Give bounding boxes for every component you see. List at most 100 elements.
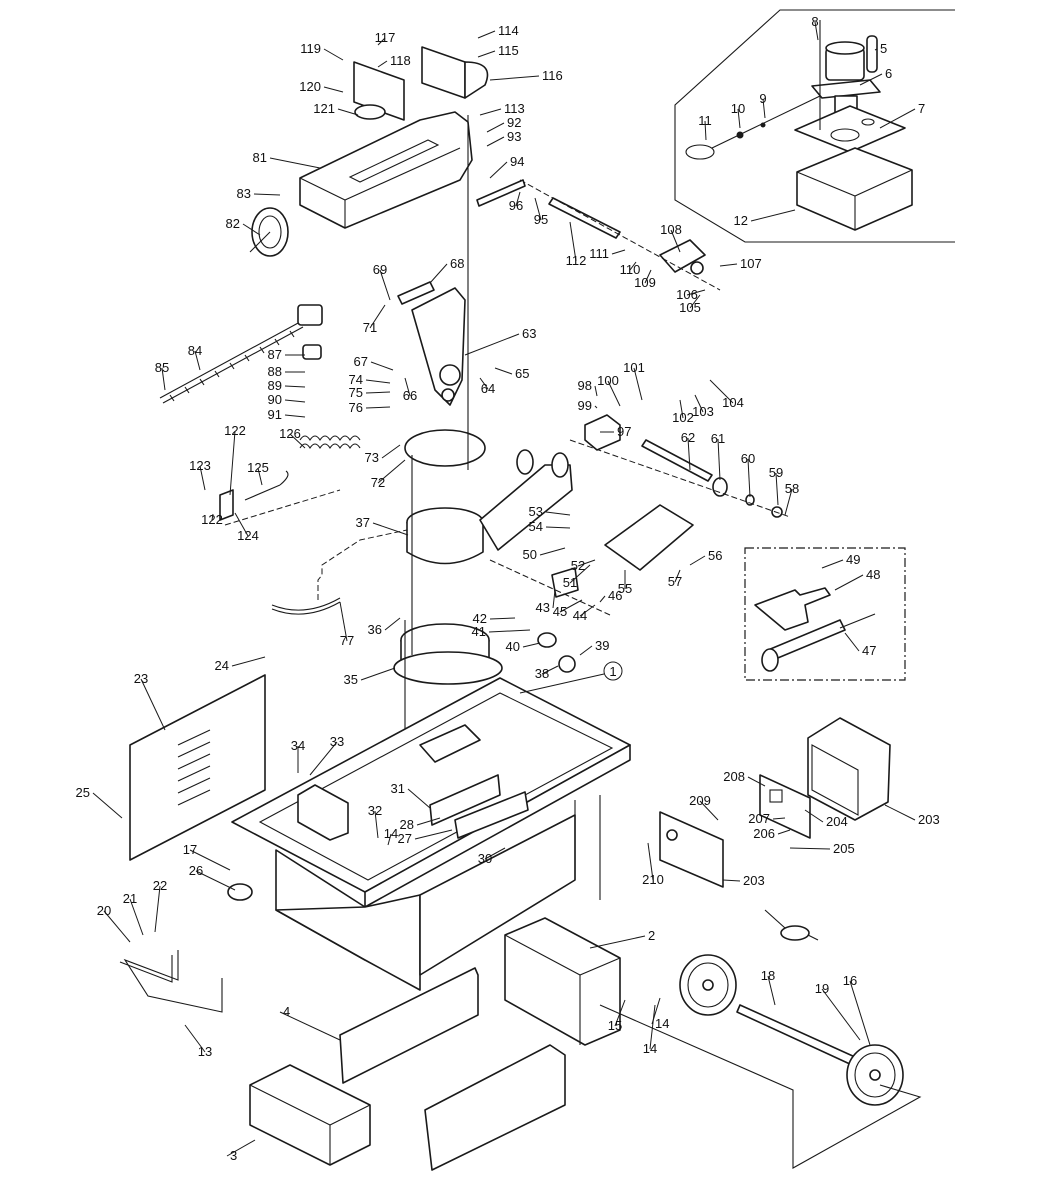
callout-98: 98	[578, 378, 598, 397]
part-number-label: 14	[643, 1041, 657, 1056]
leader-line	[515, 191, 521, 207]
leader-line	[374, 810, 379, 839]
callout-37: 37	[356, 515, 409, 536]
callout-54: 54	[529, 519, 571, 534]
callout-64: 64	[479, 377, 495, 396]
callout-96: 96	[509, 191, 523, 213]
leader-line	[804, 809, 824, 823]
leader-line	[874, 48, 878, 51]
callout-69: 69	[373, 262, 391, 301]
part-number-label: 71	[363, 320, 377, 335]
part-number-label: 35	[344, 672, 358, 687]
part-number-label: 68	[450, 256, 464, 271]
part-number-label: 90	[268, 392, 282, 407]
part-number-label: 122	[201, 512, 223, 527]
part-number-label: 126	[279, 426, 301, 441]
part-number-label: 207	[748, 811, 770, 826]
part-number-label: 20	[97, 903, 111, 918]
callout-57: 57	[668, 569, 682, 589]
leader-line	[429, 263, 448, 284]
leader-line	[226, 1139, 256, 1157]
callout-19: 19	[815, 981, 861, 1041]
leader-line	[589, 935, 646, 949]
callout-48: 48	[834, 567, 880, 591]
leader-line	[844, 632, 860, 652]
callout-33: 33	[309, 734, 344, 776]
leader-line	[479, 108, 502, 116]
part-number-label: 106	[676, 287, 698, 302]
part-number-label: 105	[679, 300, 701, 315]
leader-line	[284, 414, 306, 418]
part-number-label: 55	[618, 581, 632, 596]
part-number-label: 28	[400, 817, 414, 832]
leader-line	[884, 804, 916, 821]
callout-31: 31	[391, 781, 431, 809]
leader-line	[569, 564, 591, 584]
callout-5: 5	[874, 41, 887, 56]
callout-30: 30	[478, 847, 506, 866]
part-number-label: 114	[498, 23, 519, 38]
part-number-label: 16	[843, 973, 857, 988]
leader-line	[365, 379, 391, 384]
callout-115: 115	[477, 43, 519, 58]
reference-marker: 1	[519, 661, 623, 694]
part-number-label: 12	[734, 213, 748, 228]
leader-line	[629, 261, 637, 271]
leader-line	[777, 829, 791, 835]
leader-line	[541, 665, 559, 675]
leader-line	[750, 209, 796, 222]
part-number-label: 31	[391, 781, 405, 796]
part-number-label: 73	[365, 450, 379, 465]
electrical-box	[659, 717, 891, 888]
part-number-label: 25	[76, 785, 90, 800]
part-number-label: 69	[373, 262, 387, 277]
leader-line	[229, 430, 236, 496]
part-number-label: 6	[885, 66, 892, 81]
part-number-label: 76	[349, 400, 363, 415]
callout-121: 121	[313, 101, 359, 116]
callout-72: 72	[371, 459, 406, 490]
part-number-label: 112	[566, 253, 587, 268]
leader-line	[253, 193, 281, 196]
part-number-label: 67	[354, 354, 368, 369]
part-number-label: 48	[866, 567, 880, 582]
reference-marker-label: 1	[609, 664, 616, 679]
part-number-label: 26	[189, 863, 203, 878]
callout-206: 206	[753, 826, 791, 841]
leader-line	[737, 108, 741, 129]
leader-line	[821, 988, 861, 1041]
part-number-label: 42	[473, 611, 487, 626]
leader-line	[559, 599, 583, 613]
callout-14: 14	[651, 997, 669, 1031]
leader-line	[407, 788, 431, 809]
leader-line	[689, 294, 701, 309]
part-number-label: 59	[769, 465, 783, 480]
leader-line	[365, 406, 391, 409]
callout-100: 100	[597, 373, 621, 407]
leader-line	[694, 394, 704, 413]
leader-line	[814, 21, 819, 41]
callout-49: 49	[821, 552, 860, 569]
callout-95: 95	[534, 197, 548, 227]
part-number-label: 89	[268, 378, 282, 393]
leader-line	[747, 776, 766, 787]
part-number-label: 14	[655, 1016, 669, 1031]
callout-122: 122	[224, 423, 246, 496]
part-number-label: 5	[880, 41, 887, 56]
leader-line	[649, 1004, 656, 1050]
part-number-label: 63	[522, 326, 536, 341]
part-number-label: 121	[313, 101, 335, 116]
leader-line	[569, 221, 577, 262]
part-number-label: 57	[668, 574, 682, 589]
part-number-label: 38	[535, 666, 549, 681]
leader-line	[821, 559, 844, 569]
part-number-label: 99	[578, 398, 592, 413]
leader-line	[284, 385, 306, 388]
leader-line	[309, 741, 338, 776]
callout-45: 45	[553, 599, 583, 619]
leader-line	[464, 333, 520, 356]
callout-51: 51	[563, 564, 591, 590]
callout-44: 44	[573, 604, 596, 623]
callout-74: 74	[349, 372, 391, 387]
callout-59: 59	[769, 465, 783, 506]
